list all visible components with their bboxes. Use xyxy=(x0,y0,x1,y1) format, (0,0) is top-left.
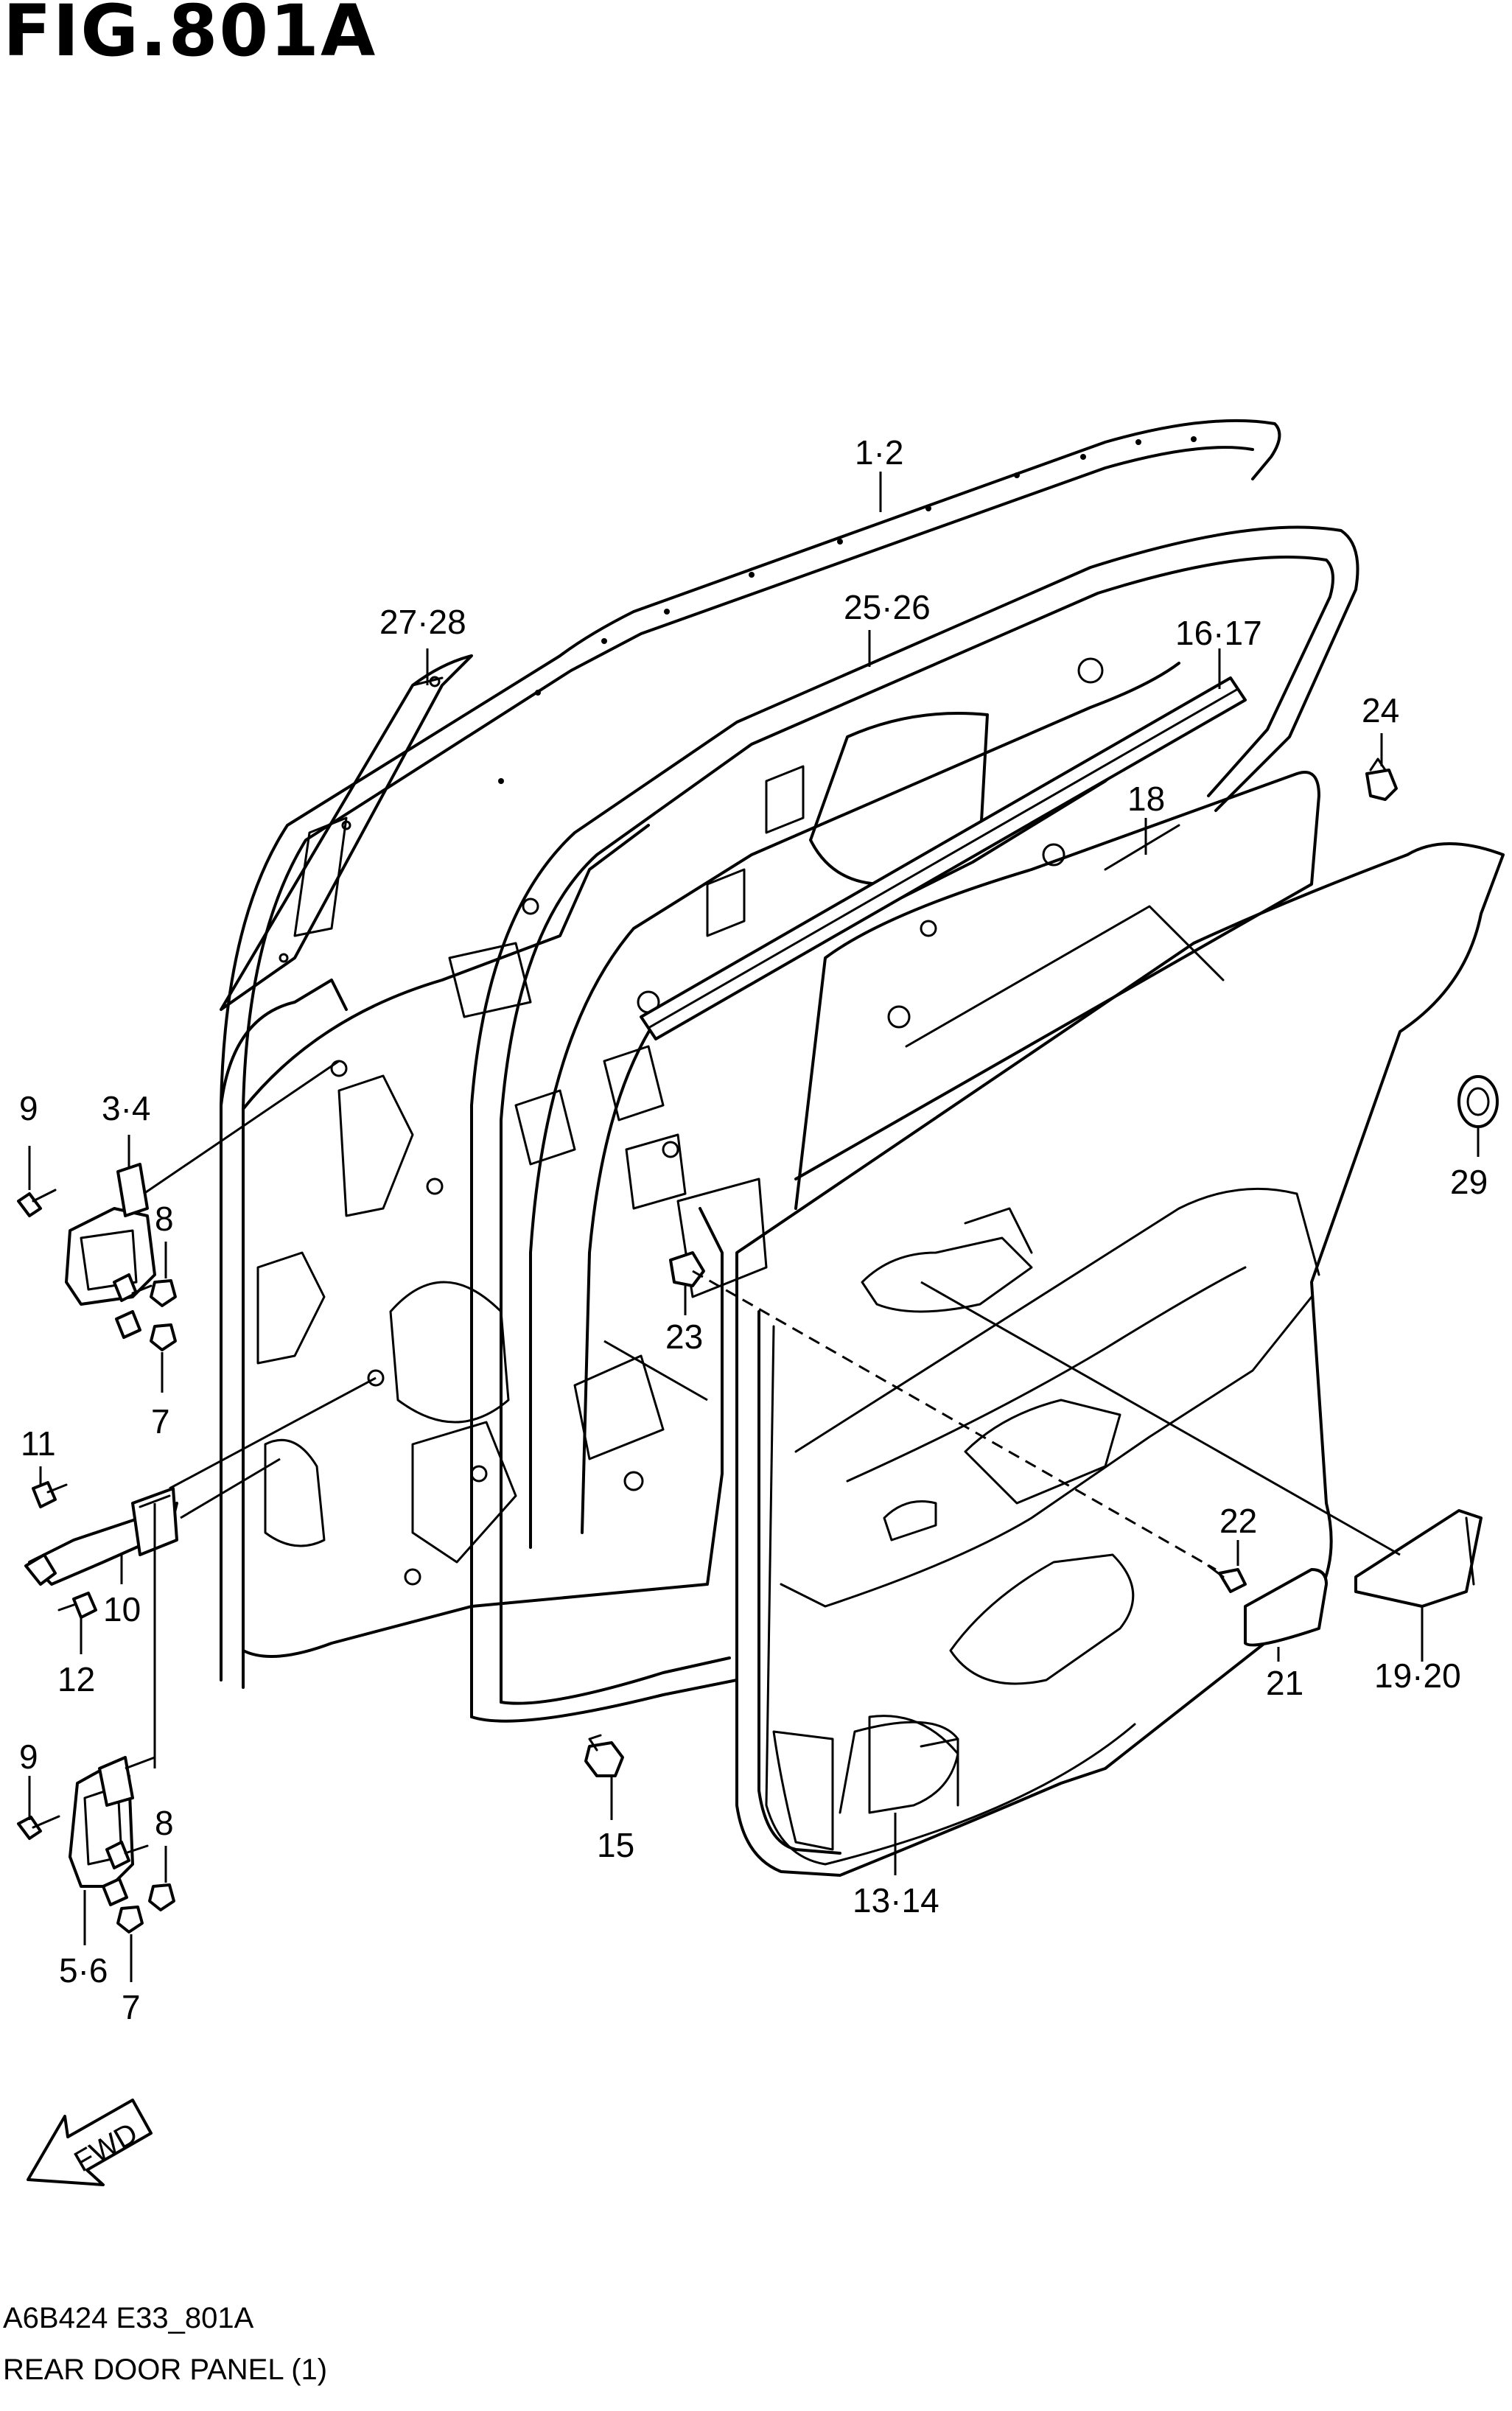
callout-9-lower: 9 xyxy=(19,1738,38,1776)
bolt-11 xyxy=(32,1481,68,1508)
door-trim-panel xyxy=(735,842,1505,1877)
clip-24 xyxy=(1365,757,1398,801)
callout-5-6: 5·6 xyxy=(59,1951,108,1990)
callout-8-lower: 8 xyxy=(155,1804,174,1842)
weatherstrip-inner xyxy=(470,525,1359,1723)
leader-lines xyxy=(28,472,1480,1982)
nut-8-lower xyxy=(148,1883,175,1911)
fwd-arrow: FWD xyxy=(27,2099,153,2186)
callout-12: 12 xyxy=(57,1660,95,1698)
callout-11: 11 xyxy=(21,1424,56,1463)
callout-3-4: 3·4 xyxy=(102,1089,150,1127)
callout-1-2: 1·2 xyxy=(855,433,903,472)
callout-18: 18 xyxy=(1127,780,1165,818)
figure-code: A6B424 E33_801A xyxy=(3,2302,254,2334)
callout-7-upper: 7 xyxy=(151,1402,170,1441)
clip-23 xyxy=(669,1251,705,1287)
callout-24: 24 xyxy=(1362,691,1399,729)
callout-9-upper: 9 xyxy=(19,1089,38,1127)
bolt-12 xyxy=(57,1592,97,1619)
callout-23: 23 xyxy=(665,1318,703,1356)
belt-molding xyxy=(640,676,1247,1040)
door-shell xyxy=(529,657,1195,1549)
installation-lines xyxy=(125,1060,1401,1770)
weatherstrip-outer xyxy=(220,419,1281,1689)
figure-title: FIG.801A xyxy=(3,0,377,72)
switch-panel xyxy=(1354,1509,1483,1608)
nut-8-upper xyxy=(150,1279,177,1307)
nut-7-lower xyxy=(116,1906,144,1934)
door-check xyxy=(24,1487,178,1586)
lower-hinge xyxy=(17,1756,149,1906)
figure-caption: REAR DOOR PANEL (1) xyxy=(3,2354,328,2386)
callout-10: 10 xyxy=(103,1590,141,1628)
upper-hinge xyxy=(17,1163,156,1339)
callout-27-28: 27·28 xyxy=(379,603,466,641)
grommet-29 xyxy=(1457,1075,1499,1128)
callout-29: 29 xyxy=(1450,1163,1488,1201)
callout-15: 15 xyxy=(597,1826,634,1864)
callout-7-lower: 7 xyxy=(122,1988,141,2026)
callout-22: 22 xyxy=(1219,1502,1257,1540)
callout-25-26: 25·26 xyxy=(844,588,931,626)
cover-21 xyxy=(1244,1568,1328,1647)
door-inner-panel xyxy=(220,816,724,1667)
callout-13-14: 13·14 xyxy=(853,1881,939,1920)
callout-16-17: 16·17 xyxy=(1175,614,1262,652)
callout-21: 21 xyxy=(1266,1664,1303,1702)
sealing-cover xyxy=(794,771,1320,1210)
nut-7-upper xyxy=(150,1323,177,1351)
sash-tape xyxy=(220,654,473,1011)
callout-19-20: 19·20 xyxy=(1374,1656,1461,1695)
clip-15 xyxy=(584,1734,624,1777)
callout-8-upper: 8 xyxy=(155,1200,174,1238)
callout-labels: 1·2 25·26 27·28 16·17 24 18 29 9 3·4 8 7… xyxy=(19,433,1488,2026)
